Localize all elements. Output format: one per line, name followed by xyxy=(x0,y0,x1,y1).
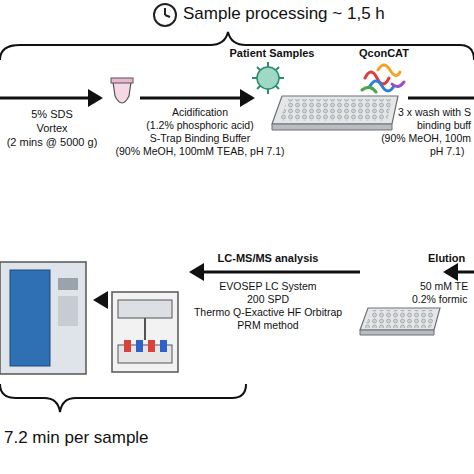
step-label: PRM method xyxy=(237,319,298,331)
section-label: Elution xyxy=(428,252,465,265)
step-label: Thermo Q-Exactive HF Orbitrap xyxy=(194,306,342,318)
section-label: LC-MS/MS analysis xyxy=(218,252,319,265)
step-label: 200 SPD xyxy=(247,293,289,305)
virus-icon xyxy=(252,62,284,94)
flow-arrow xyxy=(140,97,252,100)
step-label: Vortex xyxy=(36,122,67,135)
time-brace xyxy=(0,32,474,60)
duration-label: 7.2 min per sample xyxy=(4,428,149,448)
flow-arrow xyxy=(192,271,360,274)
step-label: pH 7.1) xyxy=(430,145,464,157)
autosampler-icon xyxy=(112,292,178,372)
step-label: (2 mins @ 5000 g) xyxy=(7,136,98,149)
group-label: Patient Samples xyxy=(230,47,315,60)
mass-spectrometer-icon xyxy=(0,262,86,374)
step-label: (90% MeOH, 100m xyxy=(381,132,471,144)
step-label: (1.2% phosphoric acid) xyxy=(146,119,253,131)
group-label: QconCAT xyxy=(359,47,409,60)
step-label: binding buff xyxy=(417,119,471,131)
flow-arrow xyxy=(408,97,474,100)
well-plate xyxy=(360,308,440,335)
flow-arrow xyxy=(446,271,474,274)
time-brace xyxy=(0,384,246,412)
step-label: 3 x wash with S xyxy=(398,106,471,118)
heading-label: Sample processing ~ 1,5 h xyxy=(183,4,385,24)
qconcat-ribbon xyxy=(362,65,404,92)
well-plate xyxy=(272,96,398,130)
step-label: 50 mM TE xyxy=(420,280,468,292)
step-label: Acidification xyxy=(172,106,228,118)
step-label: EVOSEP LC System xyxy=(219,280,316,292)
clock-icon xyxy=(154,4,176,26)
step-label: (90% MeOH, 100mM TEAB, pH 7.1) xyxy=(115,145,284,157)
step-label: 5% SDS xyxy=(31,108,73,121)
step-label: 0.2% formic xyxy=(412,293,467,305)
flow-arrow xyxy=(0,97,100,100)
flow-arrow xyxy=(96,299,108,302)
tube-icon xyxy=(111,78,133,103)
step-label: S-Trap Binding Buffer xyxy=(150,132,250,144)
